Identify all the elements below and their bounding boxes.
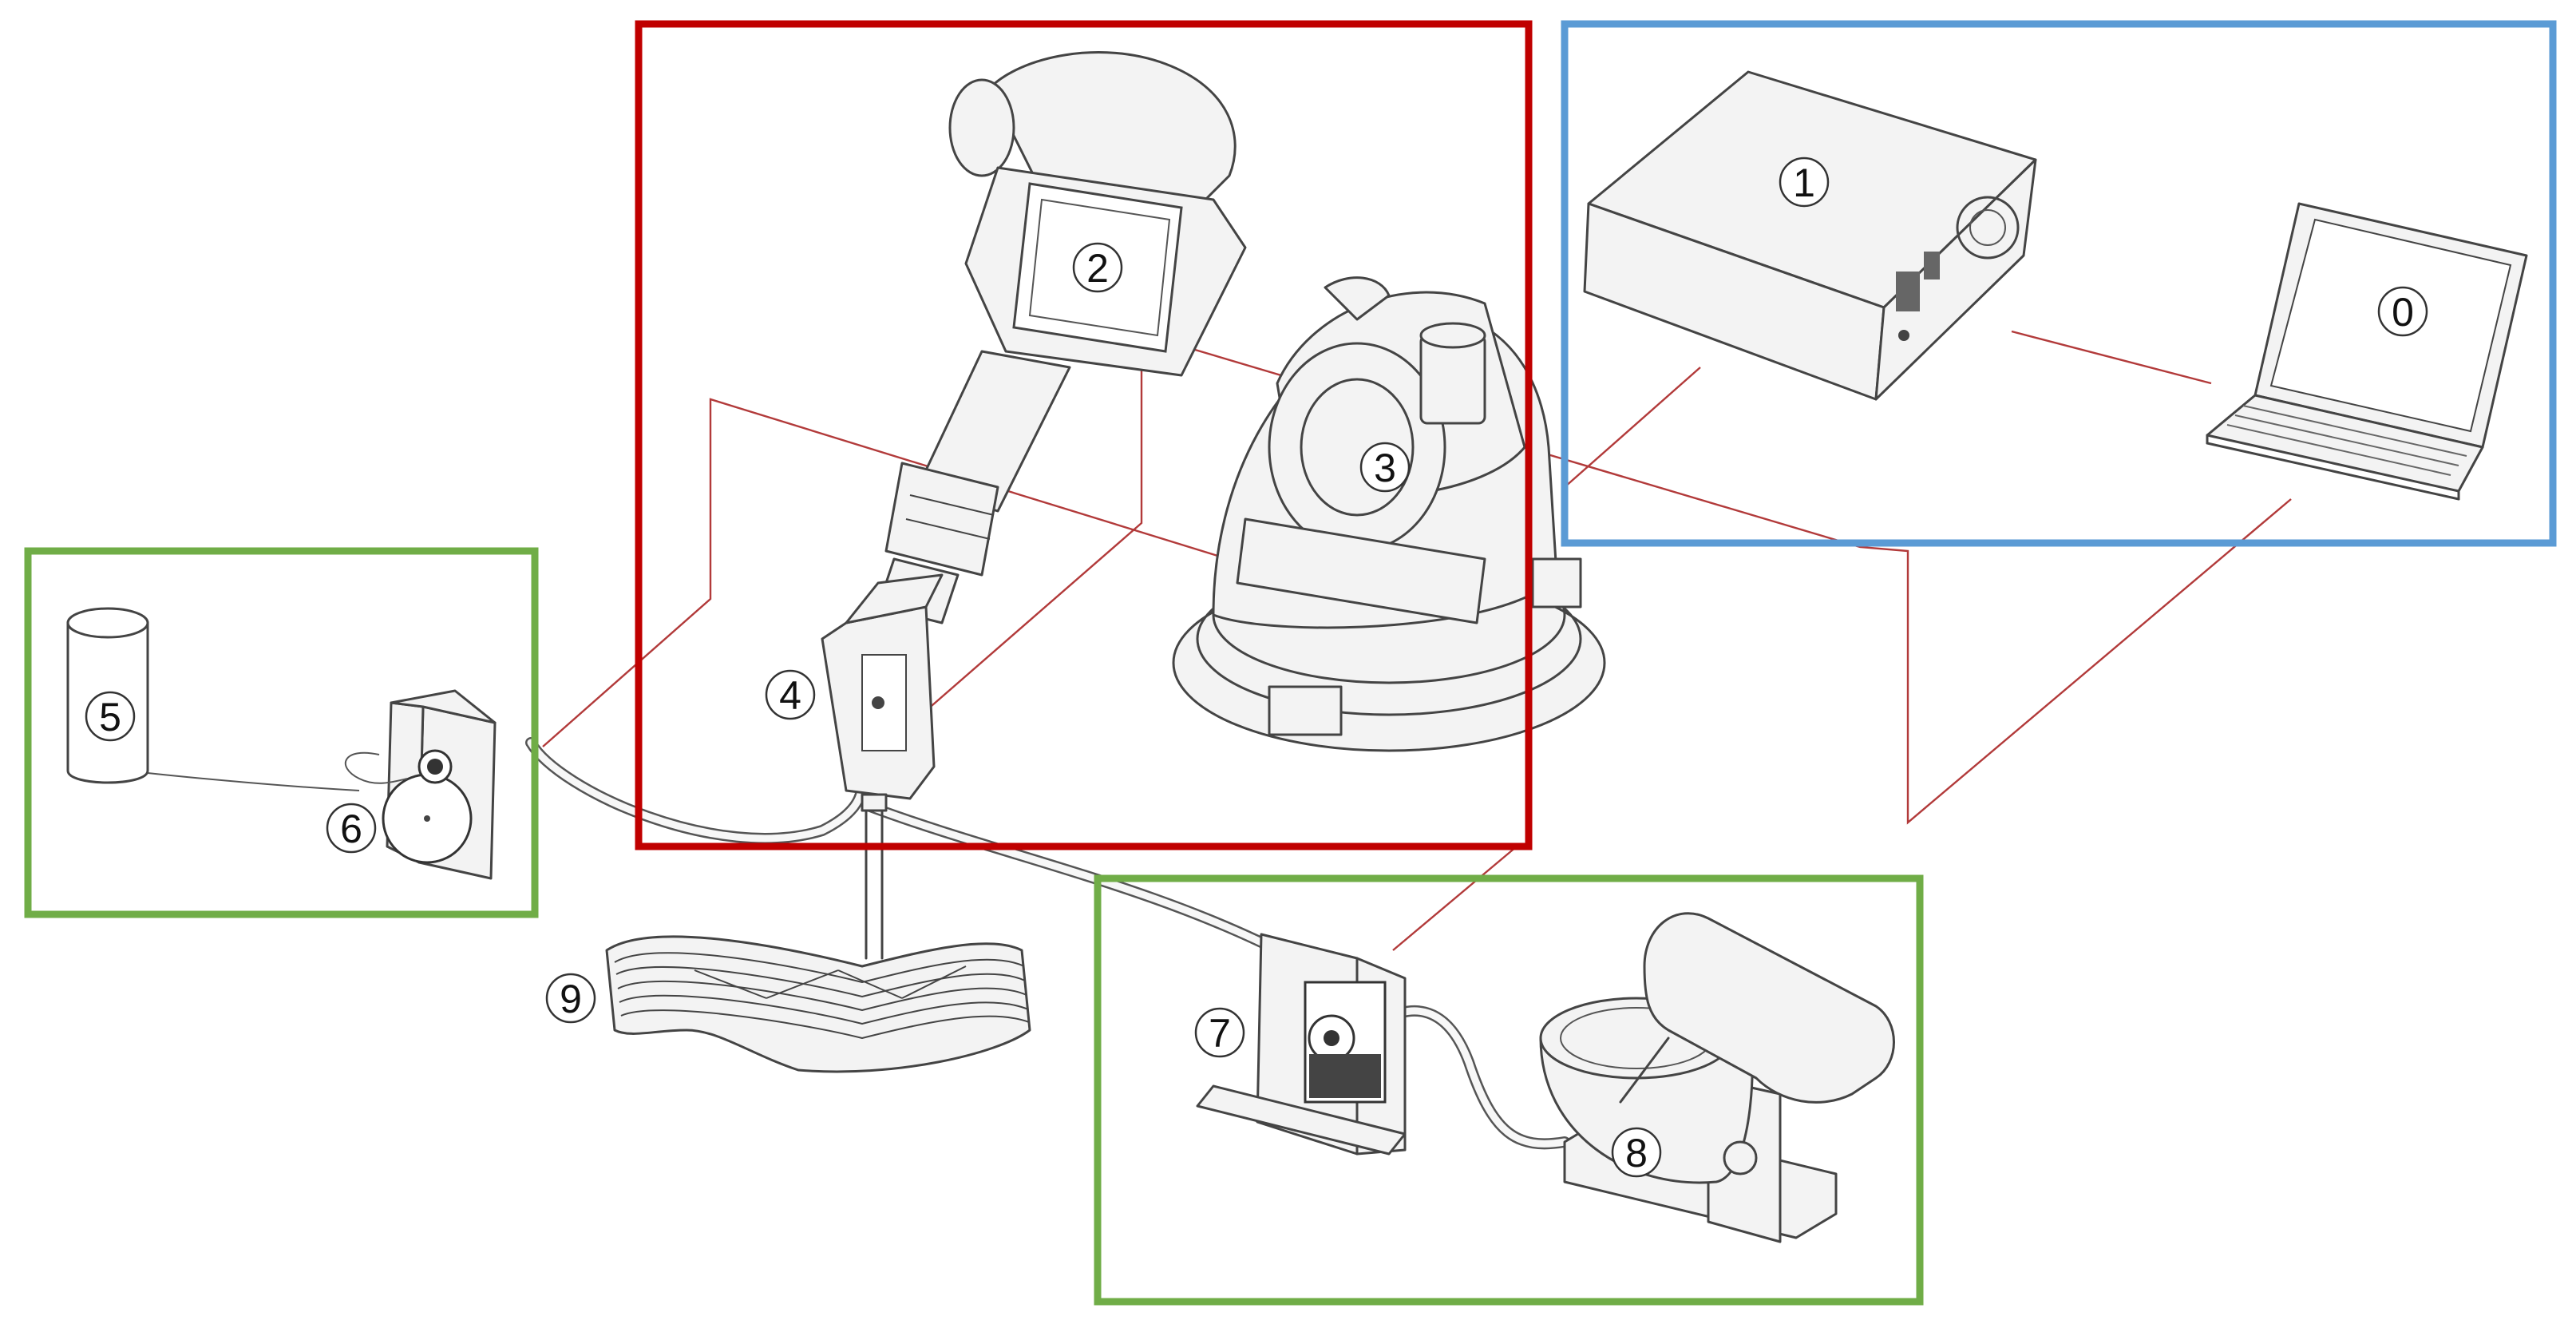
component-label-9: 9 (560, 977, 582, 1021)
label-circle-8 (1611, 1127, 1662, 1178)
wire-controller-to-laptop (2011, 330, 2212, 385)
wire-arm-to-head (925, 335, 1143, 712)
pump-icon (1196, 933, 1407, 1156)
component-label-0: 0 (2392, 290, 2414, 335)
group-box-robot (635, 20, 1533, 850)
laptop-icon (2206, 202, 2528, 501)
group-box-feed-left (24, 547, 539, 918)
label-circle-7 (1194, 1007, 1245, 1058)
component-label-2: 2 (1086, 246, 1109, 291)
component-label-3: 3 (1374, 446, 1396, 490)
label-circle-9 (545, 973, 596, 1024)
label-circle-1 (1779, 157, 1830, 208)
control-box-icon (1583, 70, 2037, 401)
label-circle-5 (85, 691, 136, 742)
component-label-7: 7 (1209, 1011, 1231, 1056)
component-label-5: 5 (99, 695, 121, 739)
pump-icon (344, 689, 497, 880)
component-label-1: 1 (1793, 161, 1815, 205)
label-circle-6 (326, 803, 377, 854)
printed-part-icon (605, 935, 1031, 1073)
mixer-icon (1539, 912, 1895, 1243)
label-circle-3 (1359, 442, 1411, 493)
component-label-8: 8 (1625, 1131, 1648, 1175)
group-box-feed-right (1094, 874, 1924, 1306)
label-circle-4 (765, 669, 816, 720)
robot-base-icon (1172, 276, 1606, 752)
group-box-control (1561, 20, 2557, 547)
label-circle-0 (2377, 286, 2428, 337)
wire-controller-down (1564, 367, 1701, 488)
wire-arm-to-controller (1173, 342, 2292, 825)
robot-arm-icon (876, 51, 1247, 624)
wire-pump7 (1392, 846, 1518, 951)
print-head-icon (821, 573, 944, 960)
component-label-6: 6 (340, 807, 362, 851)
label-circle-2 (1072, 242, 1123, 293)
component-label-4: 4 (779, 673, 801, 718)
